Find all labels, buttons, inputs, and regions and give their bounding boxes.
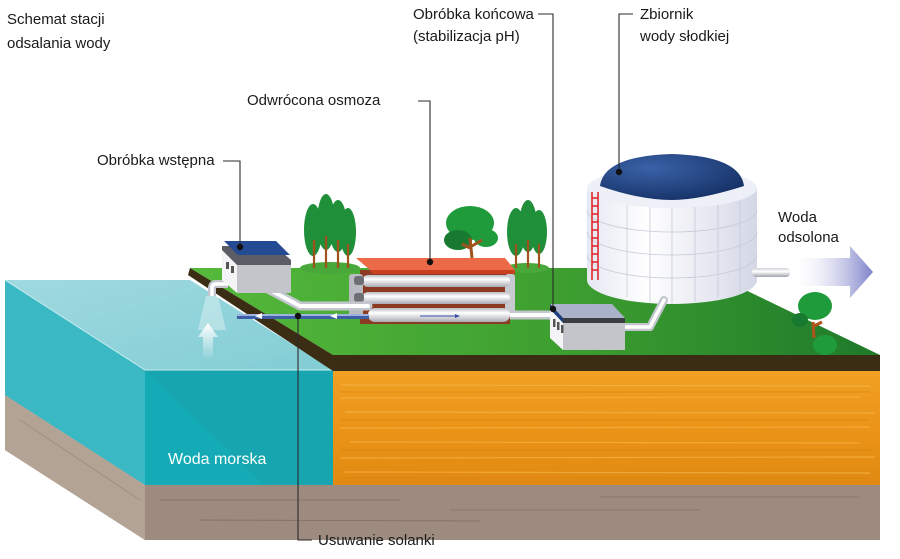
tank-dome [600, 154, 744, 200]
label-output-line-1: Woda [778, 209, 817, 226]
trees-left [300, 194, 360, 274]
pipes [198, 280, 668, 331]
output-pipe [752, 268, 790, 277]
sea-water: Woda morska [4, 279, 333, 485]
label-post-treatment-line-1: Obróbka końcowa [413, 6, 534, 23]
reverse-osmosis-unit [349, 258, 515, 324]
label-tank-line-2: wody słodkiej [640, 28, 730, 45]
label-brine-removal-text: Usuwanie solanki [318, 532, 435, 549]
label-pretreatment-text: Obróbka wstępna [97, 152, 215, 169]
label-post-treatment: Obróbka końcowa (stabilizacja pH) [413, 4, 534, 48]
desalinated-water-arrow [790, 246, 873, 298]
label-output-line-2: odsolona [778, 229, 839, 246]
label-pretreatment: Obróbka wstępna [97, 150, 215, 171]
label-post-treatment-line-2: (stabilizacja pH) [413, 28, 520, 45]
intake-up-arrow [198, 323, 218, 360]
pretreatment-building [222, 241, 291, 293]
ladder [591, 192, 599, 280]
leader-dots [236, 168, 623, 320]
leader-lines [223, 13, 633, 541]
bedrock-layer [5, 395, 880, 540]
fresh-water-tank [586, 154, 790, 304]
seawater-label: Woda morska [168, 451, 267, 468]
label-desalinated-water: Woda odsolona [778, 208, 839, 248]
trees-middle [444, 200, 549, 273]
tree-right [792, 292, 837, 355]
ro-roof [356, 258, 515, 270]
title-line-2: odsalania wody [7, 35, 111, 52]
diagram-title: Schemat stacji odsalania wody [7, 8, 110, 56]
soil-layer [333, 371, 880, 485]
label-tank-line-1: Zbiornik [640, 6, 694, 23]
label-fresh-water-tank: Zbiornik wody słodkiej [640, 4, 729, 48]
title-line-1: Schemat stacji [7, 11, 105, 28]
post-treatment-building [550, 304, 625, 350]
label-brine-removal: Usuwanie solanki [318, 530, 435, 551]
label-reverse-osmosis-text: Odwrócona osmoza [247, 92, 381, 109]
label-reverse-osmosis: Odwrócona osmoza [247, 90, 380, 111]
